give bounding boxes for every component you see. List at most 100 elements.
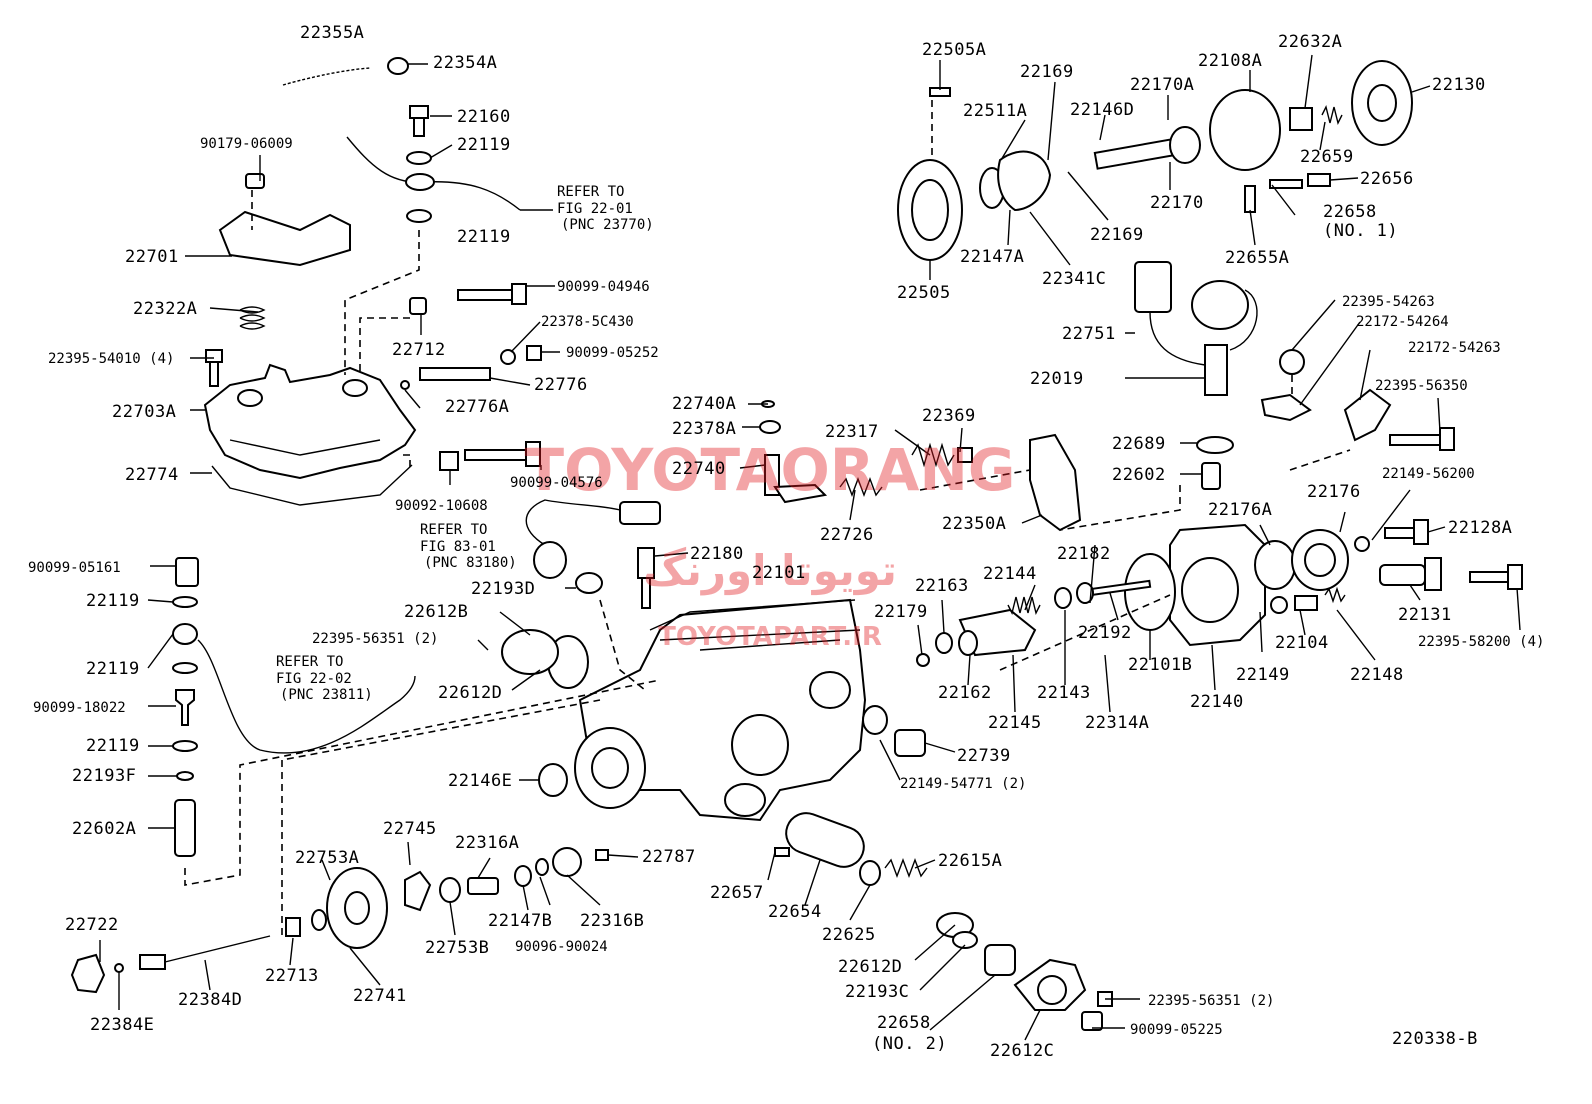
part-label[interactable]: 22774 <box>125 465 179 485</box>
part-label[interactable]: 90096-90024 <box>515 939 608 955</box>
part-label[interactable]: 22144 <box>983 564 1037 584</box>
part-label[interactable]: 22776A <box>445 397 509 417</box>
part-label[interactable]: 90099-05225 <box>1130 1022 1223 1038</box>
part-label[interactable]: 22689 <box>1112 434 1166 454</box>
part-label[interactable]: 22101B <box>1128 655 1192 675</box>
part-label[interactable]: 22172-54263 <box>1408 340 1501 356</box>
part-label[interactable]: 90099-05252 <box>566 345 659 361</box>
part-label[interactable]: 22341C <box>1042 269 1106 289</box>
part-label[interactable]: (NO. 2) <box>872 1034 947 1054</box>
part-label[interactable]: 90099-18022 <box>33 700 126 716</box>
part-label[interactable]: 22169 <box>1020 62 1074 82</box>
part-label[interactable]: 90179-06009 <box>200 136 293 152</box>
part-label[interactable]: 22104 <box>1275 633 1329 653</box>
part-label[interactable]: 22658 <box>1323 202 1377 222</box>
part-label[interactable]: 22119 <box>457 227 511 247</box>
part-label[interactable]: 90092-10608 <box>395 498 488 514</box>
part-label[interactable]: 22119 <box>457 135 511 155</box>
part-label[interactable]: 22378A <box>672 419 736 439</box>
part-label[interactable]: 22602A <box>72 819 136 839</box>
part-label[interactable]: 22322A <box>133 299 197 319</box>
part-label[interactable]: 22625 <box>822 925 876 945</box>
part-label[interactable]: 22753A <box>295 848 359 868</box>
part-label[interactable]: 90099-04576 <box>510 475 603 491</box>
part-label[interactable]: 22632A <box>1278 32 1342 52</box>
part-label[interactable]: 22119 <box>86 736 140 756</box>
part-label[interactable]: 22658 <box>877 1013 931 1033</box>
part-label[interactable]: 22751 <box>1062 324 1116 344</box>
part-label[interactable]: 22316B <box>580 911 644 931</box>
part-label[interactable]: 22612D <box>438 683 502 703</box>
part-label[interactable]: 22314A <box>1085 713 1149 733</box>
part-label[interactable]: 22143 <box>1037 683 1091 703</box>
part-label[interactable]: 22119 <box>86 659 140 679</box>
part-label[interactable]: 22108A <box>1198 51 1262 71</box>
part-label[interactable]: 22170A <box>1130 75 1194 95</box>
part-label[interactable]: 22395-54263 <box>1342 294 1435 310</box>
part-label[interactable]: 22350A <box>942 514 1006 534</box>
part-label[interactable]: 22659 <box>1300 147 1354 167</box>
part-label[interactable]: 22140 <box>1190 692 1244 712</box>
part-label[interactable]: 22172-54264 <box>1356 314 1449 330</box>
part-label[interactable]: 22182 <box>1057 544 1111 564</box>
part-label[interactable]: 22180 <box>690 544 744 564</box>
part-label[interactable]: 22612C <box>990 1041 1054 1061</box>
part-label[interactable]: 22753B <box>425 938 489 958</box>
part-label[interactable]: 22131 <box>1398 605 1452 625</box>
part-label[interactable]: 22355A <box>300 23 364 43</box>
part-label[interactable]: 22179 <box>874 602 928 622</box>
part-label[interactable]: 22602 <box>1112 465 1166 485</box>
part-label[interactable]: 22505 <box>897 283 951 303</box>
part-label[interactable]: 22378-5C430 <box>541 314 634 330</box>
part-label[interactable]: 22148 <box>1350 665 1404 685</box>
part-label[interactable]: 22722 <box>65 915 119 935</box>
part-label[interactable]: 22316A <box>455 833 519 853</box>
part-label[interactable]: (NO. 1) <box>1323 221 1398 241</box>
part-label[interactable]: 22740A <box>672 394 736 414</box>
part-label[interactable]: 22511A <box>963 101 1027 121</box>
part-label[interactable]: 22163 <box>915 576 969 596</box>
part-label[interactable]: 22369 <box>922 406 976 426</box>
part-label[interactable]: 22787 <box>642 847 696 867</box>
part-label[interactable]: 90099-04946 <box>557 279 650 295</box>
part-label[interactable]: 22128A <box>1448 518 1512 538</box>
part-label[interactable]: 22147A <box>960 247 1024 267</box>
part-label[interactable]: 22193C <box>845 982 909 1002</box>
part-label[interactable]: 22654 <box>768 902 822 922</box>
part-label[interactable]: 22354A <box>433 53 497 73</box>
part-label[interactable]: 22130 <box>1432 75 1486 95</box>
part-label[interactable]: 22162 <box>938 683 992 703</box>
part-label[interactable]: 22701 <box>125 247 179 267</box>
part-label[interactable]: 22745 <box>383 819 437 839</box>
part-label[interactable]: 22739 <box>957 746 1011 766</box>
part-label[interactable]: 22384D <box>178 990 242 1010</box>
part-label[interactable]: 22395-56351 (2) <box>312 631 438 647</box>
part-label[interactable]: 22395-56351 (2) <box>1148 993 1274 1009</box>
part-label[interactable]: 22176 <box>1307 482 1361 502</box>
part-label[interactable]: 22656 <box>1360 169 1414 189</box>
part-label[interactable]: 22146D <box>1070 100 1134 120</box>
part-label[interactable]: 22193F <box>72 766 136 786</box>
part-label[interactable]: 22169 <box>1090 225 1144 245</box>
part-label[interactable]: 22170 <box>1150 193 1204 213</box>
part-label[interactable]: 22149-54771 (2) <box>900 776 1026 792</box>
part-label[interactable]: 22160 <box>457 107 511 127</box>
part-label[interactable]: 22713 <box>265 966 319 986</box>
part-label[interactable]: 22119 <box>86 591 140 611</box>
part-label[interactable]: 22146E <box>448 771 512 791</box>
part-label[interactable]: 22657 <box>710 883 764 903</box>
part-label[interactable]: 22101 <box>752 563 806 583</box>
part-label[interactable]: 22317 <box>825 422 879 442</box>
part-label[interactable]: 22740 <box>672 459 726 479</box>
part-label[interactable]: 22703A <box>112 402 176 422</box>
part-label[interactable]: 22145 <box>988 713 1042 733</box>
part-label[interactable]: 22395-56350 <box>1375 378 1468 394</box>
part-label[interactable]: 22395-58200 (4) <box>1418 634 1544 650</box>
part-label[interactable]: 90099-05161 <box>28 560 121 576</box>
part-label[interactable]: 22615A <box>938 851 1002 871</box>
part-label[interactable]: 22712 <box>392 340 446 360</box>
part-label[interactable]: 22192 <box>1078 623 1132 643</box>
part-label[interactable]: 22384E <box>90 1015 154 1035</box>
part-label[interactable]: 22776 <box>534 375 588 395</box>
part-label[interactable]: 22149 <box>1236 665 1290 685</box>
